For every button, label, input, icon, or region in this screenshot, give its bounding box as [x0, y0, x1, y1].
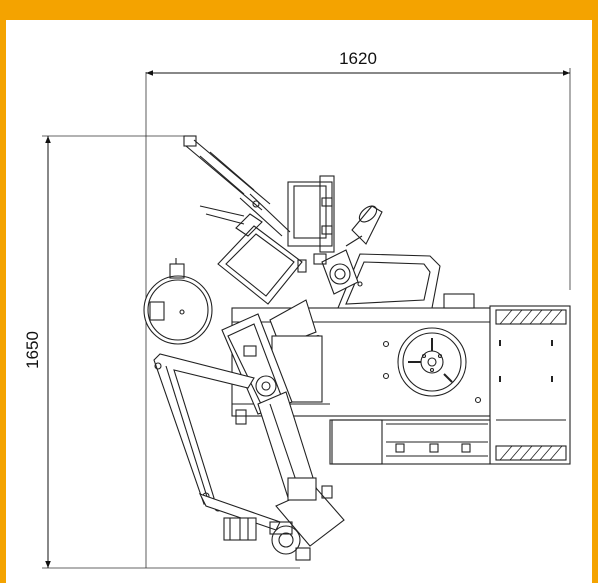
upper-right-housing — [337, 253, 441, 309]
upper-diagonal-arm — [183, 135, 291, 237]
turntable — [397, 327, 467, 397]
motor-head — [313, 205, 383, 295]
bottom-gripper-head — [223, 477, 345, 561]
height-label: 1650 — [23, 331, 42, 369]
tilted-frame — [217, 213, 307, 305]
width-dimension: 1620 — [145, 49, 571, 568]
left-outrigger — [153, 353, 281, 531]
orange-header-bar — [0, 0, 598, 20]
width-label: 1620 — [339, 49, 377, 68]
lower-conveyor — [329, 419, 491, 465]
cylinder-drum — [143, 258, 213, 345]
top-right-block — [443, 293, 475, 309]
upper-control-box — [287, 175, 335, 253]
right-roller-module — [489, 305, 571, 465]
height-dimension: 1650 — [23, 135, 300, 569]
